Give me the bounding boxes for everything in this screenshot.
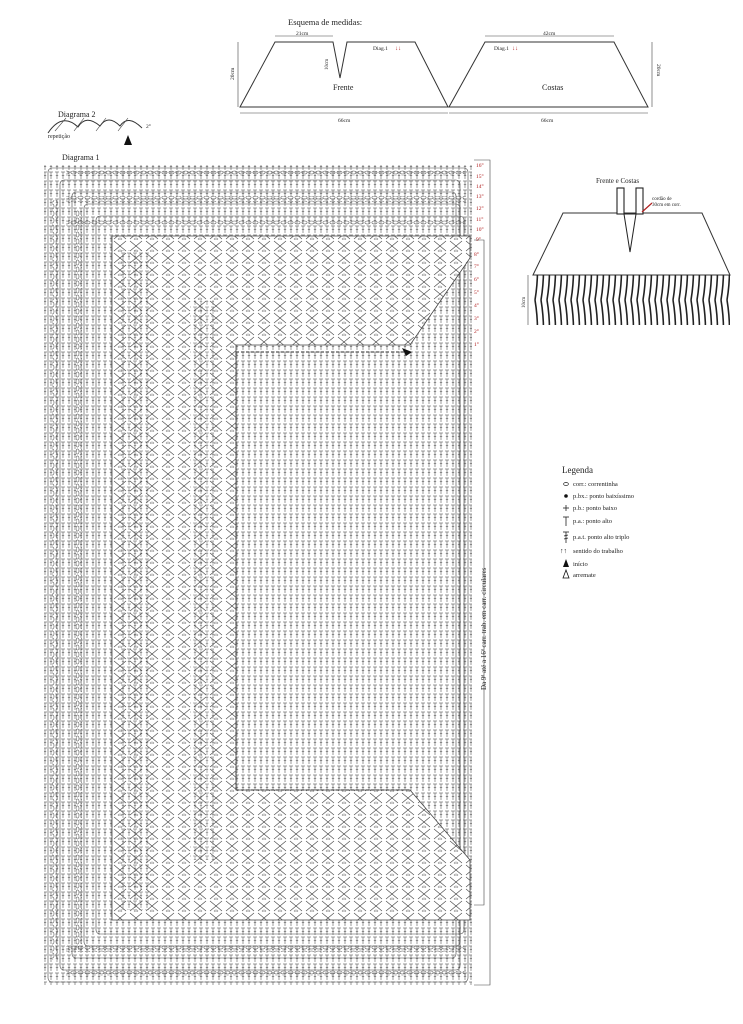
double-crochet-icon <box>563 516 569 526</box>
slip-stitch-icon <box>564 494 568 498</box>
row-label: 4° <box>474 302 479 309</box>
legend-item: corr.: correntinha <box>573 481 618 488</box>
work-direction-icon: ↑↑ <box>560 547 567 555</box>
legend: Legenda corr.: correntinha p.bx.: ponto … <box>560 465 634 579</box>
measurements-title: Esquema de medidas: <box>288 17 362 27</box>
legend-item: p.b.: ponto baixo <box>573 505 617 512</box>
diagram1-side-note: Da 9ª até a 16ª carr. trab. em carr. cir… <box>480 567 488 690</box>
row-label: 8° <box>474 251 479 258</box>
cord-note-1: cordão de <box>652 197 672 202</box>
legend-item: sentido do trabalho <box>573 548 623 555</box>
legend-item: p.a.: ponto alto <box>573 518 612 525</box>
legend-item: p.a.t. ponto alto triplo <box>573 534 629 541</box>
row-label: 10° <box>476 226 484 233</box>
front-bottom-width: 66cm <box>338 118 351 124</box>
diagram2-start-arrow-icon <box>124 135 132 145</box>
diagram2-repeat: repetição <box>48 134 70 140</box>
row-label: 1° <box>474 341 479 348</box>
legend-title: Legenda <box>562 465 593 475</box>
row-label: 2° <box>474 328 479 335</box>
front-back-title: Frente e Costas <box>596 177 639 185</box>
front-back-figure: Frente e Costas cordão de 30cm em corr. … <box>522 177 731 325</box>
back-bottom-width: 66cm <box>541 118 554 124</box>
legend-item: p.bx.: ponto baixíssimo <box>573 493 634 500</box>
chain-stitch-icon <box>563 482 569 486</box>
diagram1-start-arrow-icon <box>402 348 412 356</box>
row-label: 9° <box>476 236 481 243</box>
back-height: 20cm <box>655 64 661 77</box>
row-label: 15° <box>476 173 484 180</box>
fringe <box>533 275 730 325</box>
diagram2-title: Diagrama 2 <box>58 110 96 119</box>
front-diag-label: Diag.1 <box>373 46 388 52</box>
front-label: Frente <box>333 83 354 92</box>
cord-left <box>616 187 625 215</box>
triple-crochet-icon <box>563 531 569 543</box>
front-height: 20cm <box>230 67 236 80</box>
finish-arrow-icon <box>562 568 570 579</box>
row-label: 3° <box>474 315 479 322</box>
single-crochet-icon <box>563 505 569 511</box>
diagram1-title: Diagrama 1 <box>62 153 100 162</box>
row-label: 6° <box>474 276 479 283</box>
back-top-width: 42cm <box>543 31 556 37</box>
start-arrow-icon <box>563 559 569 567</box>
front-neck-depth: 10cm <box>325 59 330 70</box>
row-label: 11° <box>476 216 484 223</box>
row-label: 12° <box>476 205 484 212</box>
legend-item: arremate <box>573 572 596 579</box>
row-label: 5° <box>474 289 479 296</box>
row-label: 7° <box>474 263 479 270</box>
front-top-width: 21cm <box>296 31 309 37</box>
diagram2-note: 2° <box>146 123 151 130</box>
fringe-height: 10cm <box>522 297 527 308</box>
back-label: Costas <box>542 83 563 92</box>
front-direction-icon: ↓↓ <box>395 46 401 52</box>
cord-note-2: 30cm em corr. <box>652 203 681 208</box>
back-shape: 42cm 66cm 20cm Diag.1 ↓↓ Costas <box>448 31 661 124</box>
legend-item: início <box>573 561 588 568</box>
row-label: 14° <box>476 183 484 190</box>
back-direction-icon: ↓↓ <box>512 46 518 52</box>
row-label: 16° <box>476 162 484 169</box>
back-diag-label: Diag.1 <box>494 46 509 52</box>
row-label: 13° <box>476 193 484 200</box>
front-shape: 21cm 66cm 20cm 10cm Diag.1 ↓↓ Frente <box>230 31 449 124</box>
cord-right <box>635 187 644 215</box>
diagram1: Diagrama 1 16° 15° 14° 13° 12° <box>44 153 491 986</box>
diagram2: Diagrama 2 repetição 2° <box>47 110 151 145</box>
